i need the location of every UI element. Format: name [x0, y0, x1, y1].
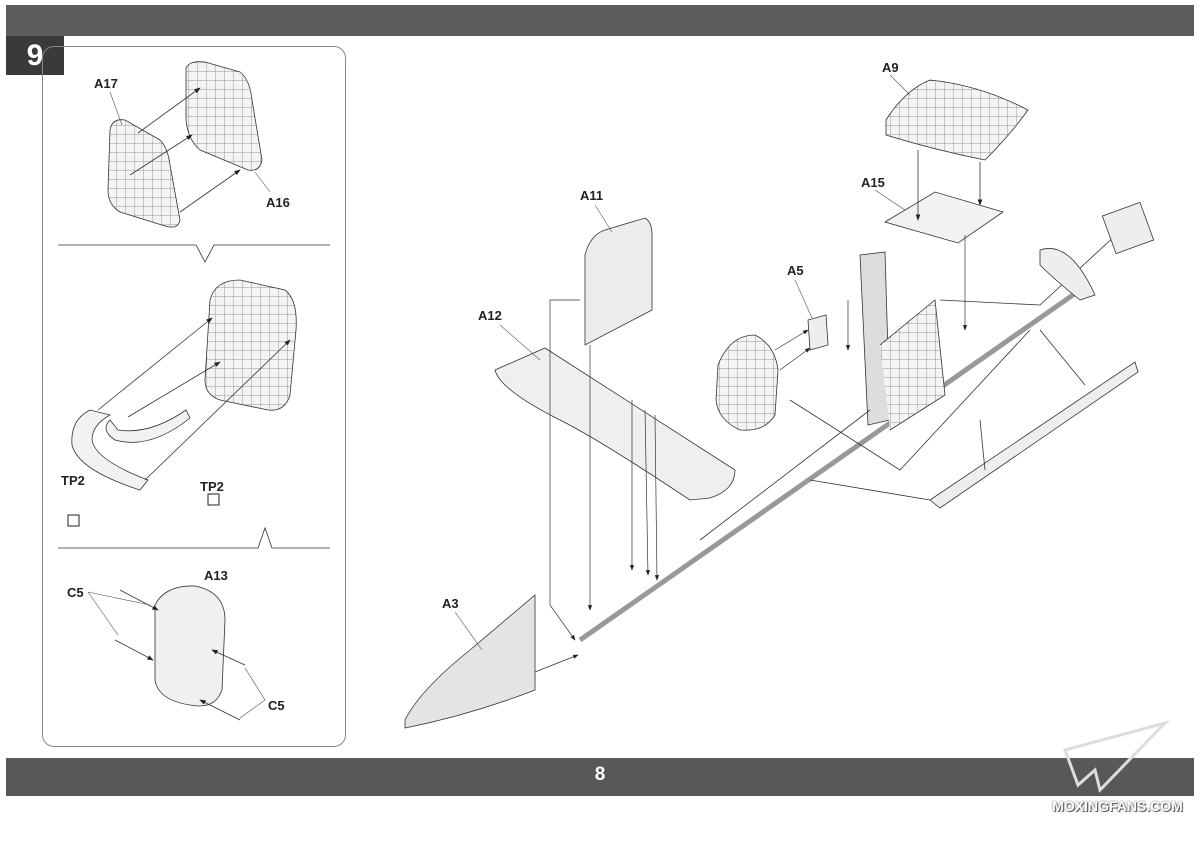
step-number: 9 [6, 36, 64, 75]
part-a3 [404, 594, 536, 729]
part-seat-cushion [204, 279, 297, 411]
label-a9: A9 [882, 60, 899, 75]
label-a17: A17 [94, 76, 118, 91]
part-tail-boom [578, 287, 1082, 643]
label-c5-right: C5 [268, 698, 285, 713]
label-a15: A15 [861, 175, 885, 190]
part-a11 [584, 217, 653, 346]
part-a9 [885, 79, 1029, 161]
part-seat-pack [715, 334, 779, 431]
part-a13 [154, 585, 226, 707]
label-a13: A13 [204, 568, 228, 583]
sub-steps-panel [42, 46, 346, 747]
header-bar [6, 5, 1194, 36]
part-a15 [884, 191, 1004, 244]
part-skid-right [929, 361, 1139, 509]
label-tp2-right: TP2 [200, 479, 224, 494]
part-frame [699, 221, 1131, 541]
label-a11: A11 [580, 188, 603, 203]
watermark-text: MOXINGFANS.COM [1052, 798, 1183, 814]
paint-icon [207, 493, 220, 506]
part-engine-fan [1101, 201, 1155, 255]
part-tp2-strap-inner [105, 409, 191, 443]
label-a12: A12 [478, 308, 502, 323]
part-seat-frame [879, 299, 946, 431]
part-a5 [807, 314, 829, 351]
label-a16: A16 [266, 195, 290, 210]
paint-icon [67, 514, 80, 527]
part-a17 [107, 119, 181, 228]
part-a12 [494, 347, 736, 501]
label-c5-left: C5 [67, 585, 84, 600]
divider-2 [58, 526, 330, 549]
label-tp2-left: TP2 [61, 473, 85, 488]
part-tp2-strap [71, 409, 149, 491]
label-a5: A5 [787, 263, 804, 278]
part-a16 [185, 61, 263, 171]
page-number: 8 [594, 764, 606, 785]
label-a3: A3 [442, 596, 459, 611]
footer-bar: 8 [6, 758, 1194, 796]
divider-1 [58, 244, 330, 263]
part-mast [859, 251, 891, 426]
